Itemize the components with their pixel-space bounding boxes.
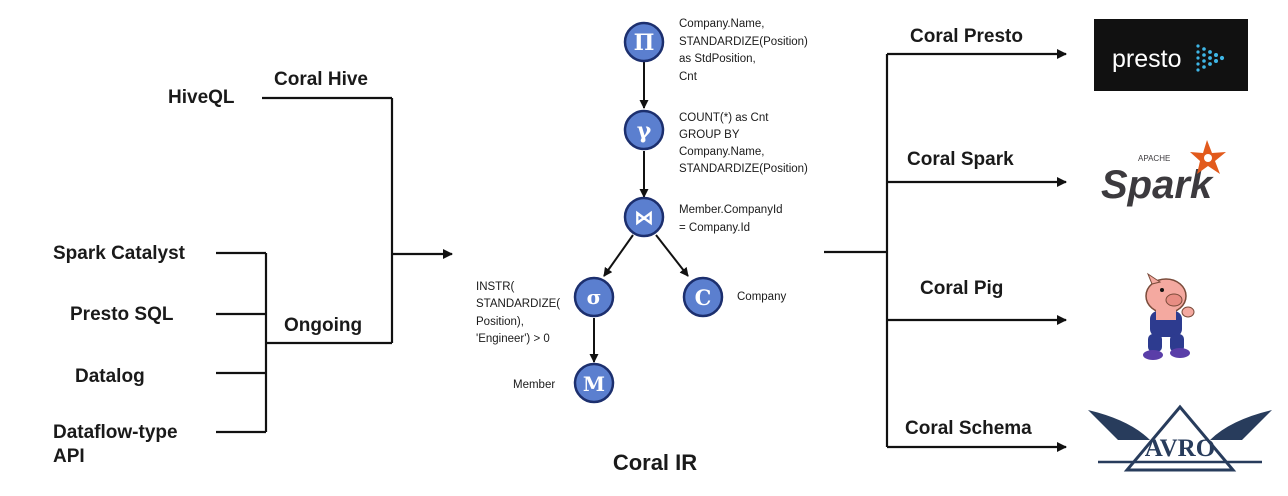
svg-text:Π: Π (634, 30, 655, 56)
svg-text:AVRO: AVRO (1145, 435, 1215, 462)
svg-text:Spark: Spark (1101, 163, 1214, 207)
output-coral-schema: Coral Schema (905, 418, 1032, 439)
input-spark-catalyst: Spark Catalyst (53, 243, 186, 264)
right-connector-lines (824, 54, 889, 447)
ir-node-project: Π (623, 21, 665, 63)
svg-text:M: M (583, 372, 605, 396)
pig-logo (1143, 272, 1195, 360)
svg-text:γ: γ (637, 118, 652, 144)
annotation-select: INSTR( STANDARDIZE( Position), 'Engineer… (476, 281, 560, 345)
annotation-join: Member.CompanyId = Company.Id (679, 204, 783, 234)
spark-logo: APACHE Spark (1101, 140, 1226, 207)
ir-node-select: σ (573, 276, 615, 318)
svg-text:STANDARDIZE(: STANDARDIZE( (476, 298, 560, 310)
input-datalog: Datalog (75, 366, 145, 387)
right-arrows (887, 49, 1067, 452)
annotation-member: Member (513, 379, 555, 391)
svg-text:Company.Name,: Company.Name, (679, 146, 764, 158)
ir-node-company: C (682, 276, 724, 318)
input-dataflow-line2: API (53, 446, 85, 467)
annotation-project: Company.Name, STANDARDIZE(Position) as S… (679, 18, 808, 83)
annotation-group: COUNT(*) as Cnt GROUP BY Company.Name, S… (679, 112, 808, 175)
branch-ongoing: Ongoing (284, 315, 362, 336)
output-coral-pig: Coral Pig (920, 278, 1003, 299)
annotation-company: Company (737, 291, 786, 303)
ir-title: Coral IR (613, 450, 697, 475)
svg-text:COUNT(*) as Cnt: COUNT(*) as Cnt (679, 112, 769, 124)
ir-tree-edges (589, 62, 689, 363)
svg-text:GROUP BY: GROUP BY (679, 129, 740, 141)
svg-text:STANDARDIZE(Position): STANDARDIZE(Position) (679, 36, 808, 48)
input-presto-sql: Presto SQL (70, 304, 174, 325)
ir-node-group: γ (623, 109, 665, 151)
svg-text:Company.Name,: Company.Name, (679, 18, 764, 30)
svg-text:σ: σ (587, 285, 602, 309)
svg-text:INSTR(: INSTR( (476, 281, 515, 293)
ir-node-join: ⋈ (623, 196, 665, 238)
svg-text:Member.CompanyId: Member.CompanyId (679, 204, 783, 216)
output-coral-spark: Coral Spark (907, 149, 1014, 170)
svg-text:STANDARDIZE(Position): STANDARDIZE(Position) (679, 163, 808, 175)
svg-text:= Company.Id: = Company.Id (679, 222, 750, 234)
svg-text:presto: presto (1112, 45, 1181, 73)
ir-node-member: M (573, 362, 615, 404)
avro-logo: AVRO (1088, 404, 1272, 472)
svg-text:APACHE: APACHE (1138, 154, 1170, 163)
svg-text:⋈: ⋈ (635, 207, 654, 229)
input-dataflow-line1: Dataflow-type (53, 422, 178, 443)
svg-text:'Engineer') > 0: 'Engineer') > 0 (476, 333, 550, 345)
output-coral-presto: Coral Presto (910, 26, 1023, 47)
left-connector-lines (216, 96, 394, 434)
svg-text:as StdPosition,: as StdPosition, (679, 53, 756, 65)
svg-text:Position),: Position), (476, 316, 524, 328)
presto-logo: presto (1094, 19, 1248, 91)
branch-coral-hive: Coral Hive (274, 69, 368, 90)
svg-text:C: C (695, 285, 712, 310)
input-hiveql: HiveQL (168, 87, 235, 108)
svg-text:Cnt: Cnt (679, 71, 698, 83)
